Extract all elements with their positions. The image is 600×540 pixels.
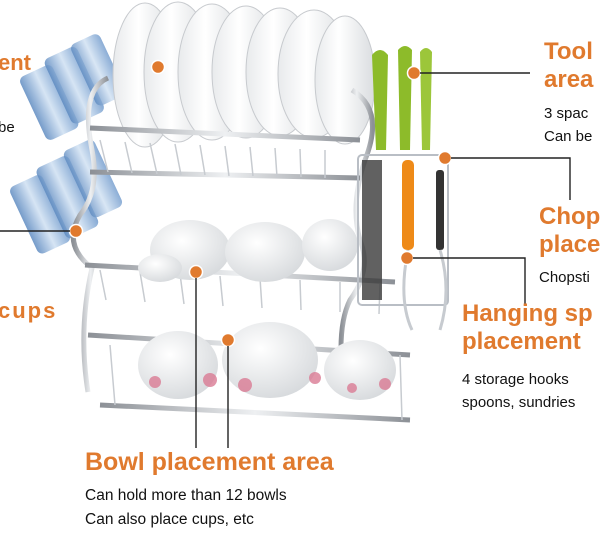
cups-area-title: cups xyxy=(0,298,58,323)
rack-wires xyxy=(99,139,403,421)
chopstick-area-title-line: Chop xyxy=(539,203,600,230)
hanging-area-title-line: Hanging sp xyxy=(462,300,593,327)
bowl-area-description: Can hold more than 12 bowls Can also pla… xyxy=(85,484,287,532)
left-top-title: ent xyxy=(0,50,31,75)
tool-area-title-line: Tool xyxy=(544,38,593,65)
tool-area-title: Tool area xyxy=(544,38,593,93)
chopstick-area-title: Chop place xyxy=(539,203,600,258)
hanging-area-desc-line: spoons, sundries xyxy=(462,394,576,412)
bowl-area-desc-line: Can hold more than 12 bowls xyxy=(85,487,287,504)
middle-bowls-group xyxy=(138,219,358,282)
plates-group xyxy=(112,1,376,148)
chopstick-area-description: Chopsti xyxy=(539,266,590,289)
bottom-bowls-group xyxy=(138,322,396,400)
leader-lines xyxy=(0,72,571,448)
bowl-area-title: Bowl placement area xyxy=(85,448,334,476)
bowl-area-desc-line: Can also place cups, etc xyxy=(85,511,254,529)
hanging-area-description: 4 storage hooks spoons, sundries xyxy=(462,368,575,415)
hanging-area-desc-line: 4 storage hooks xyxy=(462,371,569,388)
left-top-description: be xyxy=(0,119,15,136)
tool-area-title-line: area xyxy=(544,65,594,93)
hanging-area-title-line: placement xyxy=(462,327,581,355)
hanging-area-title: Hanging sp placement xyxy=(462,300,593,355)
tool-area-description: 3 spac Can be xyxy=(544,102,592,149)
tool-area-desc-line: Can be xyxy=(544,128,593,146)
tool-area-desc-line: 3 spac xyxy=(544,105,589,122)
chopstick-area-title-line: place xyxy=(539,230,600,258)
chopstick-area-desc-line: Chopsti xyxy=(539,269,590,286)
utensil-holder xyxy=(357,46,449,331)
